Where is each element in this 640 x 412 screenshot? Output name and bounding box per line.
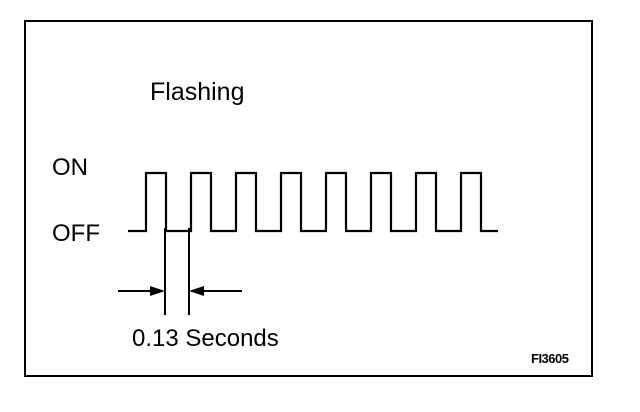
state-off-label: OFF — [52, 220, 100, 247]
diagram-title: Flashing — [150, 78, 245, 106]
state-on-label: ON — [52, 154, 88, 181]
pulse-waveform — [128, 171, 498, 233]
interval-label: 0.13 Seconds — [132, 325, 279, 352]
interval-dimension — [118, 228, 242, 315]
diagram-frame — [24, 20, 593, 377]
dimension-arrow-left-head — [150, 286, 165, 296]
figure-id: FI3605 — [531, 351, 569, 366]
dimension-arrow-right-head — [189, 286, 204, 296]
